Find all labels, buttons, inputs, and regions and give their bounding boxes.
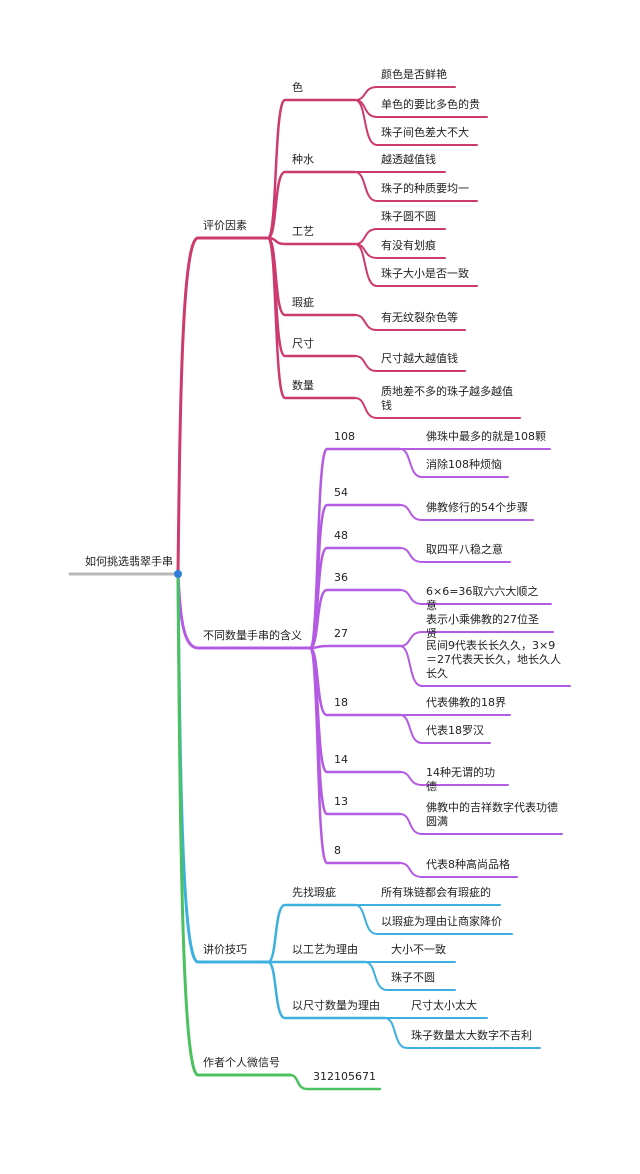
subtopic[interactable]: 108 (334, 430, 355, 443)
detail-connector (354, 314, 466, 331)
subtopic[interactable]: 工艺 (292, 225, 314, 238)
subtopic[interactable]: 54 (334, 486, 348, 499)
subtopic-connector (308, 646, 402, 717)
detail-item[interactable]: 珠子圆不圆 (381, 210, 436, 223)
detail-item[interactable]: 取四平八稳之意 (426, 543, 503, 556)
detail-item[interactable]: 消除108种烦恼 (426, 458, 502, 471)
detail-item[interactable]: 表示小乘佛教的27位圣贤 (426, 613, 539, 640)
detail-connector (354, 171, 478, 202)
detail-item[interactable]: 珠子的种质要均一 (381, 182, 469, 195)
detail-item[interactable]: 所有珠链都会有瑕疵的 (381, 886, 491, 899)
detail-item[interactable]: 大小不一致 (391, 943, 446, 956)
subtopic[interactable]: 色 (292, 81, 303, 94)
subtopic[interactable]: 先找瑕疵 (292, 886, 336, 899)
subtopic-connector (308, 646, 402, 816)
subtopic[interactable]: 以工艺为理由 (292, 943, 358, 956)
subtopic[interactable]: 14 (334, 753, 348, 766)
branch-topic[interactable]: 评价因素 (203, 219, 247, 232)
subtopic-connector (308, 503, 402, 650)
subtopic[interactable]: 27 (334, 627, 348, 640)
branch-topic[interactable]: 讲价技巧 (203, 943, 247, 956)
detail-connector (399, 645, 571, 687)
subtopic-connector (308, 644, 402, 650)
detail-connector (399, 504, 534, 521)
subtopic-connector (266, 98, 357, 240)
detail-connector (399, 589, 552, 605)
detail-connector (354, 355, 466, 372)
detail-item[interactable]: 14种无谓的功德 (426, 766, 495, 793)
detail-item[interactable]: 珠子大小是否一致 (381, 267, 469, 280)
detail-connector (399, 448, 509, 478)
detail-connector (399, 771, 509, 786)
branch-connector (176, 572, 292, 1077)
detail-item[interactable]: 珠子间色差大不大 (381, 126, 469, 139)
detail-item[interactable]: 尺寸太小太大 (411, 999, 477, 1012)
detail-item[interactable]: 6×6=36取六六大顺之意 (426, 585, 539, 612)
detail-connector (354, 99, 478, 146)
branch-connector (176, 236, 270, 576)
detail-item[interactable]: 代表18罗汉 (426, 724, 484, 737)
detail-item[interactable]: 代表8种高尚品格 (426, 858, 510, 871)
detail-connector (354, 904, 513, 935)
subtopic-connector (266, 903, 357, 964)
subtopic[interactable]: 13 (334, 795, 348, 808)
root-node-dot[interactable] (174, 570, 182, 578)
detail-item[interactable]: 质地差不多的珠子越多越值钱 (381, 385, 513, 412)
subtopic-connector (266, 236, 357, 400)
detail-item[interactable]: 珠子不圆 (391, 971, 435, 984)
subtopic-connector (308, 546, 402, 650)
detail-connector (354, 243, 478, 287)
detail-item[interactable]: 越透越值钱 (381, 153, 436, 166)
detail-item[interactable]: 有无纹裂杂色等 (381, 311, 458, 324)
subtopic-connector (266, 960, 387, 1020)
subtopic-connector (308, 588, 402, 650)
subtopic[interactable]: 36 (334, 571, 348, 584)
detail-item[interactable]: 以瑕疵为理由让商家降价 (381, 915, 502, 928)
subtopic[interactable]: 8 (334, 844, 341, 857)
subtopic[interactable]: 瑕疵 (292, 296, 314, 309)
subtopic[interactable]: 48 (334, 529, 348, 542)
subtopic[interactable]: 18 (334, 696, 348, 709)
detail-connector (399, 547, 511, 563)
root-topic[interactable]: 如何挑选翡翠手串 (85, 555, 173, 568)
detail-connector (399, 631, 554, 647)
detail-item[interactable]: 佛教中的吉祥数字代表功德圆满 (426, 801, 558, 828)
detail-item[interactable]: 尺寸越大越值钱 (381, 352, 458, 365)
branch-topic[interactable]: 不同数量手串的含义 (203, 629, 302, 642)
detail-item[interactable]: 珠子数量太大数字不吉利 (411, 1029, 532, 1042)
detail-connector (384, 1017, 541, 1049)
detail-item[interactable]: 佛珠中最多的就是108颗 (426, 430, 546, 443)
detail-item[interactable]: 有没有划痕 (381, 239, 436, 252)
subtopic[interactable]: 以尺寸数量为理由 (292, 999, 380, 1012)
subtopic[interactable]: 种水 (292, 153, 314, 166)
subtopic[interactable]: 312105671 (313, 1070, 376, 1083)
detail-item[interactable]: 民间9代表长长久久，3×9＝27代表天长久，地长久人长久 (426, 639, 561, 680)
detail-connector (364, 961, 456, 991)
detail-connector (399, 813, 563, 835)
detail-item[interactable]: 颜色是否鲜艳 (381, 68, 447, 81)
detail-item[interactable]: 代表佛教的18界 (426, 696, 506, 709)
detail-connector (399, 714, 491, 744)
subtopic-connector (288, 1073, 382, 1091)
detail-connector (354, 397, 521, 419)
branch-topic[interactable]: 作者个人微信号 (203, 1056, 280, 1069)
detail-item[interactable]: 单色的要比多色的贵 (381, 98, 480, 111)
subtopic-connector (308, 646, 402, 865)
subtopic-connector (266, 170, 357, 240)
detail-connector (399, 862, 518, 878)
detail-item[interactable]: 佛教修行的54个步骤 (426, 501, 528, 514)
subtopic[interactable]: 尺寸 (292, 337, 314, 350)
subtopic[interactable]: 数量 (292, 379, 314, 392)
